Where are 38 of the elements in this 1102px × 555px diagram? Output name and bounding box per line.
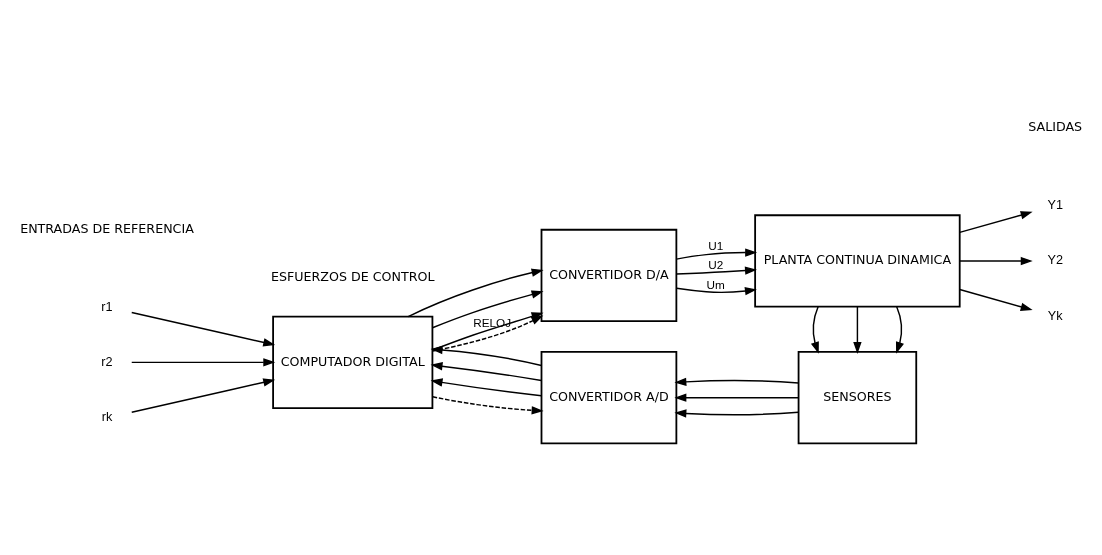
node-box: PLANTA CONTINUA DINAMICA xyxy=(754,214,961,308)
edge-label: U2 xyxy=(708,257,724,271)
label: SALIDAS xyxy=(1028,119,1083,135)
edge-label: U1 xyxy=(708,239,724,253)
arrow xyxy=(675,286,757,296)
arrow xyxy=(430,378,543,397)
arrow xyxy=(407,268,544,318)
label: ENTRADAS DE REFERENCIA xyxy=(20,220,194,236)
arrow xyxy=(430,345,543,367)
node-text: Y1 xyxy=(1047,198,1063,213)
node-box: CONVERTIDOR A/D xyxy=(540,351,678,445)
node-box: CONVERTIDOR D/A xyxy=(540,228,678,323)
edge-label: Um xyxy=(706,277,725,291)
node-text: rk xyxy=(101,409,113,424)
node-box: COMPUTADOR DIGITAL xyxy=(272,315,434,409)
label: ESFUERZOS DE CONTROL xyxy=(270,268,435,284)
arrow xyxy=(674,393,800,402)
arrow xyxy=(959,288,1033,311)
arrow xyxy=(675,248,758,260)
arrow xyxy=(131,311,276,347)
arrow xyxy=(674,409,800,418)
arrow xyxy=(810,306,819,354)
arrow xyxy=(674,377,800,386)
node-text: Y2 xyxy=(1047,253,1063,268)
arrow xyxy=(432,396,544,415)
node-box: SENSORES xyxy=(797,351,918,445)
node-text: r2 xyxy=(101,354,113,369)
node-text: Yk xyxy=(1047,308,1063,323)
arrow xyxy=(853,306,862,354)
arrow xyxy=(430,362,543,382)
arrow xyxy=(675,266,757,275)
edge-label: RELOJ xyxy=(473,315,512,329)
arrow xyxy=(895,306,904,354)
arrow xyxy=(131,358,276,367)
arrow xyxy=(131,378,276,413)
arrow xyxy=(959,256,1033,266)
node-text: r1 xyxy=(101,299,113,314)
arrow xyxy=(959,211,1033,234)
